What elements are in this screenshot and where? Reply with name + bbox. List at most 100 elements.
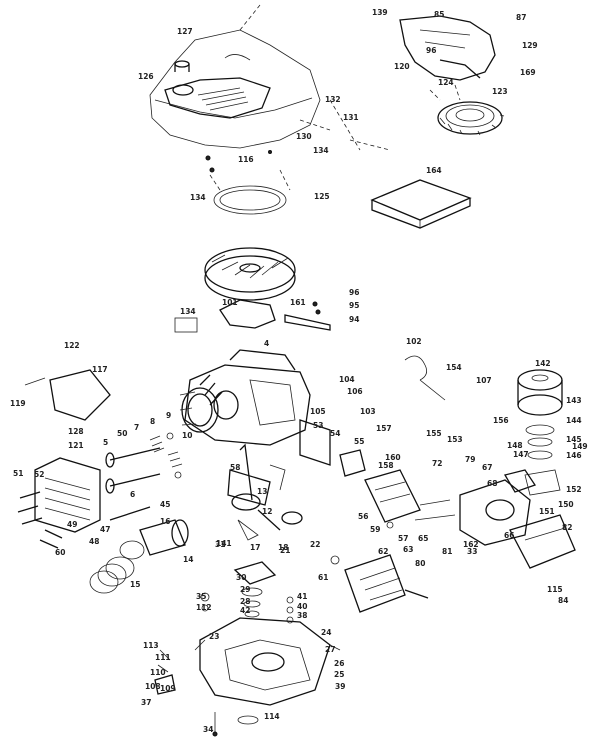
part-label-113: 113 [143, 641, 159, 650]
part-label-22: 22 [310, 540, 320, 549]
part-label-50: 50 [117, 429, 127, 438]
part-label-23: 23 [209, 632, 219, 641]
part-label-49: 49 [67, 520, 77, 529]
part-label-134: 134 [313, 146, 329, 155]
part-label-84: 84 [558, 596, 568, 605]
piston-and-rings [89, 506, 189, 594]
part-label-131: 131 [343, 113, 359, 122]
part-label-107: 107 [476, 376, 492, 385]
carburetor [414, 469, 576, 569]
part-label-68: 68 [487, 479, 497, 488]
part-label-155: 155 [426, 429, 442, 438]
part-label-87: 87 [516, 13, 526, 22]
engine-block [179, 349, 311, 446]
part-label-85: 85 [434, 10, 444, 19]
fuel-tank-shroud [149, 4, 331, 149]
part-label-158: 158 [378, 461, 394, 470]
part-label-48: 48 [89, 537, 99, 546]
part-label-37: 37 [141, 698, 151, 707]
part-label-52: 52 [34, 470, 44, 479]
part-label-60: 60 [55, 548, 65, 557]
part-label-110: 110 [150, 668, 166, 677]
part-label-154: 154 [446, 363, 462, 372]
ignition-coil-bracket [174, 299, 331, 333]
part-label-16: 16 [160, 517, 170, 526]
part-label-26: 26 [334, 659, 344, 668]
governor-and-oil-parts [154, 561, 294, 695]
part-label-115: 115 [547, 585, 563, 594]
part-label-153: 153 [447, 435, 463, 444]
part-label-57: 57 [398, 534, 408, 543]
part-label-51: 51 [13, 469, 23, 478]
part-label-55: 55 [354, 437, 364, 446]
muffler [330, 554, 429, 613]
part-label-12: 12 [262, 507, 272, 516]
part-label-160: 160 [385, 453, 401, 462]
part-label-111: 111 [155, 653, 171, 662]
part-label-146: 146 [566, 451, 582, 460]
part-label-67: 67 [482, 463, 492, 472]
part-label-152: 152 [566, 485, 582, 494]
part-label-123: 123 [492, 87, 508, 96]
part-label-142: 142 [535, 359, 551, 368]
part-label-13: 13 [257, 487, 267, 496]
part-label-7: 7 [134, 423, 139, 432]
part-label-147: 147 [513, 450, 529, 459]
foam-filter-element [370, 179, 472, 229]
part-label-15: 15 [130, 580, 140, 589]
part-label-42: 42 [240, 606, 250, 615]
part-label-31: 31 [215, 540, 225, 549]
part-label-29: 29 [240, 585, 250, 594]
part-label-141: 141 [216, 539, 232, 548]
part-label-108: 108 [145, 682, 161, 691]
part-label-119: 119 [10, 399, 26, 408]
part-label-61: 61 [318, 573, 328, 582]
part-label-134: 134 [180, 307, 196, 316]
part-label-120: 120 [394, 62, 410, 71]
part-label-35: 35 [196, 592, 206, 601]
control-brackets [24, 355, 446, 477]
part-label-14: 14 [183, 555, 193, 564]
part-label-53: 53 [313, 421, 323, 430]
part-label-126: 126 [138, 72, 154, 81]
part-label-134: 134 [190, 193, 206, 202]
part-label-96: 96 [349, 288, 359, 297]
part-label-96: 96 [426, 46, 436, 55]
part-label-4: 4 [264, 339, 269, 348]
part-label-79: 79 [465, 455, 475, 464]
part-label-125: 125 [314, 192, 330, 201]
part-label-18: 18 [278, 543, 288, 552]
valve-train [105, 432, 183, 494]
part-label-103: 103 [360, 407, 376, 416]
part-label-38: 38 [297, 611, 307, 620]
cylinder-head [17, 457, 101, 549]
part-label-101: 101 [222, 298, 238, 307]
part-label-124: 124 [438, 78, 454, 87]
recoil-starter [329, 15, 505, 151]
part-label-148: 148 [507, 441, 523, 450]
part-label-28: 28 [240, 597, 250, 606]
part-label-161: 161 [290, 298, 306, 307]
part-label-150: 150 [558, 500, 574, 509]
part-label-30: 30 [236, 573, 246, 582]
part-label-72: 72 [432, 459, 442, 468]
part-label-102: 102 [406, 337, 422, 346]
part-label-5: 5 [103, 438, 108, 447]
part-label-143: 143 [566, 396, 582, 405]
part-label-54: 54 [330, 429, 340, 438]
part-label-63: 63 [403, 545, 413, 554]
part-label-130: 130 [296, 132, 312, 141]
part-label-144: 144 [566, 416, 582, 425]
part-label-114: 114 [264, 712, 280, 721]
part-label-121: 121 [68, 441, 84, 450]
fuel-pump-body [364, 469, 421, 529]
part-label-94: 94 [349, 315, 359, 324]
part-label-116: 116 [238, 155, 254, 164]
part-label-8: 8 [150, 417, 155, 426]
part-label-104: 104 [339, 375, 355, 384]
part-label-41: 41 [297, 592, 307, 601]
part-label-169: 169 [520, 68, 536, 77]
part-label-6: 6 [130, 490, 135, 499]
